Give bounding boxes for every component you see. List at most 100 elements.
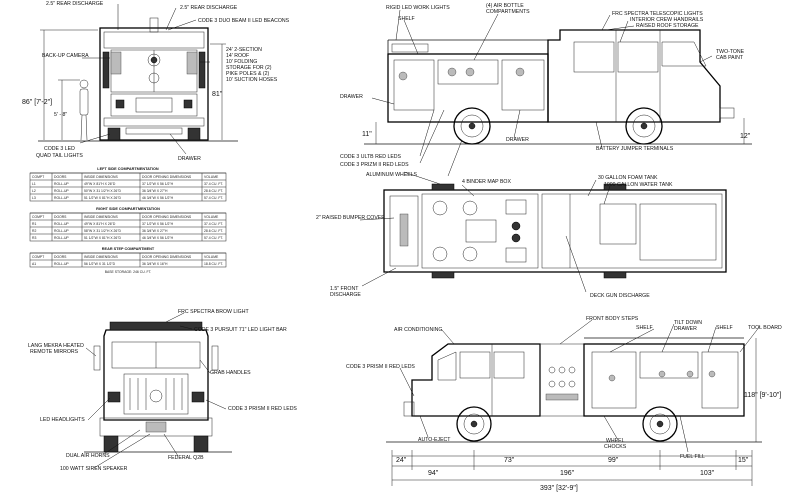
deck-gun-label: DECK GUN DISCHARGE: [590, 293, 650, 299]
rear-drawer-label: DRAWER: [178, 156, 201, 162]
dim-196: 196": [560, 470, 575, 477]
table-title: REAR STEP COMPARTMENT: [102, 247, 155, 251]
rear-view: 2.5" REAR DISCHARGE 2.5" REAR DISCHARGE …: [22, 1, 290, 162]
table-cell: R3: [32, 236, 36, 240]
rear-discharge-left-label: 2.5" REAR DISCHARGE: [46, 1, 104, 7]
table-cell: 51 1/2"W X 81"H X 26"D: [84, 196, 122, 200]
rear-height-dim: 86" [7'-2"]: [22, 99, 52, 106]
dim-103: 103": [700, 470, 715, 477]
table-cell: R2: [32, 229, 36, 233]
front-discharge-label-2: DISCHARGE: [330, 292, 361, 298]
table-cell: 37 1/2"W X 56 1/2"H: [142, 182, 174, 186]
table-cell: 46 3/4"W X 56 1/2"H: [142, 196, 174, 200]
prism-label-right: CODE 3 PRISM II RED LEDS: [346, 364, 415, 370]
table-cell: 46 3/4"W X 56 1/2"H: [142, 236, 174, 240]
table-title: RIGHT SIDE COMPARTMENTATION: [96, 207, 160, 211]
wheel-chocks-label-1: WHEEL: [606, 438, 625, 444]
table-title: LEFT SIDE COMPARTMENTATION: [97, 167, 159, 171]
mirrors-label-2: REMOTE MIRRORS: [30, 349, 79, 355]
storage-line-5: PIKE POLES & (2): [226, 71, 270, 77]
two-tone-label-2: CAB PAINT: [716, 55, 744, 61]
binder-label: 4 BINDER MAP BOX: [462, 179, 511, 185]
table-cell: 36 3/4"W X 16"H: [142, 262, 168, 266]
rear-side-dim: 81": [212, 91, 223, 98]
brow-light-label: FRC SPECTRA BROW LIGHT: [178, 309, 249, 315]
shelf-label: SHELF: [398, 16, 415, 22]
table-header-cell: COMPT: [32, 215, 44, 219]
grab-handles-label: GRAB HANDLES: [210, 370, 251, 376]
auto-eject-label: AUTO-EJECT: [418, 437, 451, 443]
table-header-cell: DOORS: [54, 215, 67, 219]
duo-beam-label: CODE 3 DUO BEAM II LED BEACONS: [198, 18, 290, 24]
table-cell: 49"W X 81"H X 26"D: [84, 222, 116, 226]
tilt-drawer-label-1: TILT DOWN: [674, 320, 702, 326]
dim-12: 12": [740, 133, 751, 140]
air-horns-label: DUAL AIR HORNS: [66, 453, 110, 459]
dim-15: 15": [738, 457, 749, 464]
dim-73: 73": [504, 457, 515, 464]
table-cell: ROLL-UP: [54, 196, 69, 200]
table-cell: ROLL-UP: [54, 189, 69, 193]
top-view: ALUMINUM WHEELS 4 BINDER MAP BOX 30 GALL…: [316, 171, 727, 299]
table-header-cell: INSIDE DIMENSIONS: [84, 175, 118, 179]
wheel-chocks-label-2: CHOCKS: [604, 444, 627, 450]
light-bar-label: CODE 3 PURSUIT 71" LED LIGHT BAR: [194, 327, 287, 333]
table-header-cell: INSIDE DIMENSIONS: [84, 255, 118, 259]
table-cell: ROLL-UP: [54, 229, 69, 233]
table-cell: L2: [32, 189, 36, 193]
telescopic-label: FRC SPECTRA TELESCOPIC LIGHTS: [612, 11, 703, 17]
table-cell: L1: [32, 182, 36, 186]
storage-line-4: STORAGE FOR (2): [226, 65, 272, 71]
two-tone-label-1: TWO-TONE: [716, 49, 745, 55]
table-header-cell: DOORS: [54, 175, 67, 179]
prizm-label: CODE 3 PRIZM II RED LEDS: [340, 162, 409, 168]
storage-line-6: 10' SUCTION HOSES: [226, 77, 278, 83]
mirrors-label-1: LANG MEKRA HEATED: [28, 343, 84, 349]
table-header-cell: VOLUME: [204, 175, 219, 179]
storage-line-1: 24' 2-SECTION: [226, 47, 262, 53]
table-cell: 37.4 CU. FT.: [204, 182, 223, 186]
drawer-left-label: DRAWER: [340, 94, 363, 100]
tool-board-label: TOOL BOARD: [748, 325, 782, 331]
handrails-label: INTERIOR CREW HANDRAILS: [630, 17, 704, 23]
bulk-storage-note: BASE STORAGE: 246 CU. FT.: [105, 270, 152, 274]
table-cell: 57.4 CU. FT.: [204, 236, 223, 240]
dim-overall: 393" [32'-9"]: [540, 485, 578, 492]
table-cell: 49"W X 81"H X 26"D: [84, 182, 116, 186]
aluminum-wheels-label: ALUMINUM WHEELS: [366, 172, 418, 178]
table-header-cell: DOOR OPENING DIMENSIONS: [142, 255, 192, 259]
table-cell: 36 3/4"W X 27"H: [142, 189, 168, 193]
tail-lights-label-1: CODE 3 LED: [44, 146, 75, 152]
storage-line-3: 10' FOLDING: [226, 59, 257, 65]
table-cell: 37.4 CU. FT.: [204, 222, 223, 226]
storage-line-2: 14' ROOF: [226, 53, 249, 59]
foam-tank-label: 30 GALLON FOAM TANK: [598, 175, 658, 181]
work-lights-label: RIGID LED WORK LIGHTS: [386, 5, 450, 11]
compartment-tables: LEFT SIDE COMPARTMENTATION COMPT DOORS INSI…: [29, 167, 227, 274]
front-discharge-label-1: 1.5" FRONT: [330, 286, 359, 292]
headlights-label: LED HEADLIGHTS: [40, 417, 85, 423]
person-height-dim: 5' - 8": [54, 112, 67, 118]
air-bottle-label-1: (4) AIR BOTTLE: [486, 3, 524, 9]
table-cell: 51 1/2"W X 81"H X 26"D: [84, 236, 122, 240]
table-header-cell: COMPT: [32, 255, 44, 259]
fuel-fill-label: FUEL FILL: [680, 454, 705, 460]
shelf1-label: SHELF: [636, 325, 653, 331]
table-cell: ROLL-UP: [54, 182, 69, 186]
table-cell: R1: [32, 222, 36, 226]
backup-camera-label: BACK-UP CAMERA: [42, 53, 89, 59]
table-header-cell: DOOR OPENING DIMENSIONS: [142, 215, 192, 219]
prism-label-front: CODE 3 PRISM II RED LEDS: [228, 406, 297, 412]
table-cell: ROLL-UP: [54, 262, 69, 266]
ac-label: AIR CONDITIONING: [394, 327, 442, 333]
rear-discharge-right-label: 2.5" REAR DISCHARGE: [180, 5, 238, 11]
ultb-label: CODE 3 ULTB RED LEDS: [340, 154, 402, 160]
table-header-cell: VOLUME: [204, 255, 219, 259]
table-cell: 36 3/4"W X 27"H: [142, 229, 168, 233]
shelf2-label: SHELF: [716, 325, 733, 331]
table-cell: 56 1/2"W X 31 1/2"D: [84, 262, 116, 266]
dim-11: 11": [362, 131, 372, 138]
table-header-cell: DOOR OPENING DIMENSIONS: [142, 175, 192, 179]
table-header-cell: VOLUME: [204, 215, 219, 219]
